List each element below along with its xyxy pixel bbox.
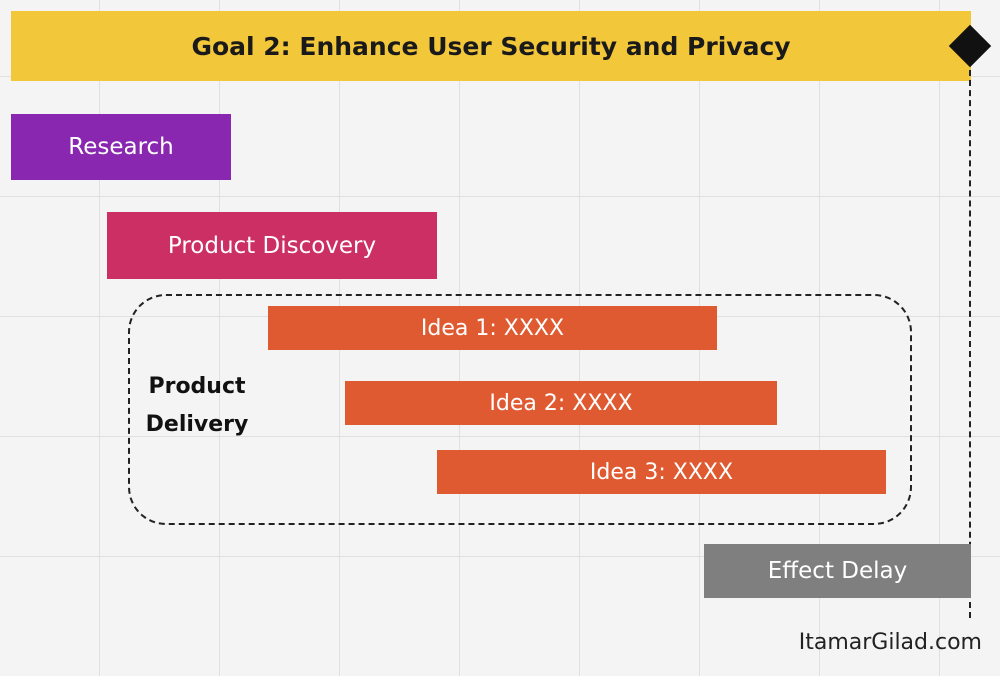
deadline-dashed-line <box>969 70 971 618</box>
goal-title: Goal 2: Enhance User Security and Privac… <box>191 31 791 61</box>
product-delivery-label: Product Delivery <box>145 374 249 437</box>
effect-delay-label: Effect Delay <box>767 558 908 584</box>
idea-3-label: Idea 3: XXXX <box>589 459 734 485</box>
idea-2-label: Idea 2: XXXX <box>489 390 633 416</box>
idea-1-bar: Idea 1: XXXX <box>268 306 717 350</box>
idea-1-label: Idea 1: XXXX <box>420 315 565 341</box>
product-delivery-group <box>128 294 912 525</box>
goal-bar: Goal 2: Enhance User Security and Privac… <box>11 11 971 81</box>
product-discovery-label: Product Discovery <box>167 232 377 259</box>
research-bar: Research <box>11 114 231 180</box>
effect-delay-bar: Effect Delay <box>704 544 971 598</box>
idea-3-bar: Idea 3: XXXX <box>437 450 886 494</box>
credit-text: ItamarGilad.com <box>798 630 982 655</box>
idea-2-bar: Idea 2: XXXX <box>345 381 777 425</box>
research-label: Research <box>68 134 174 160</box>
product-discovery-bar: Product Discovery <box>107 212 437 279</box>
